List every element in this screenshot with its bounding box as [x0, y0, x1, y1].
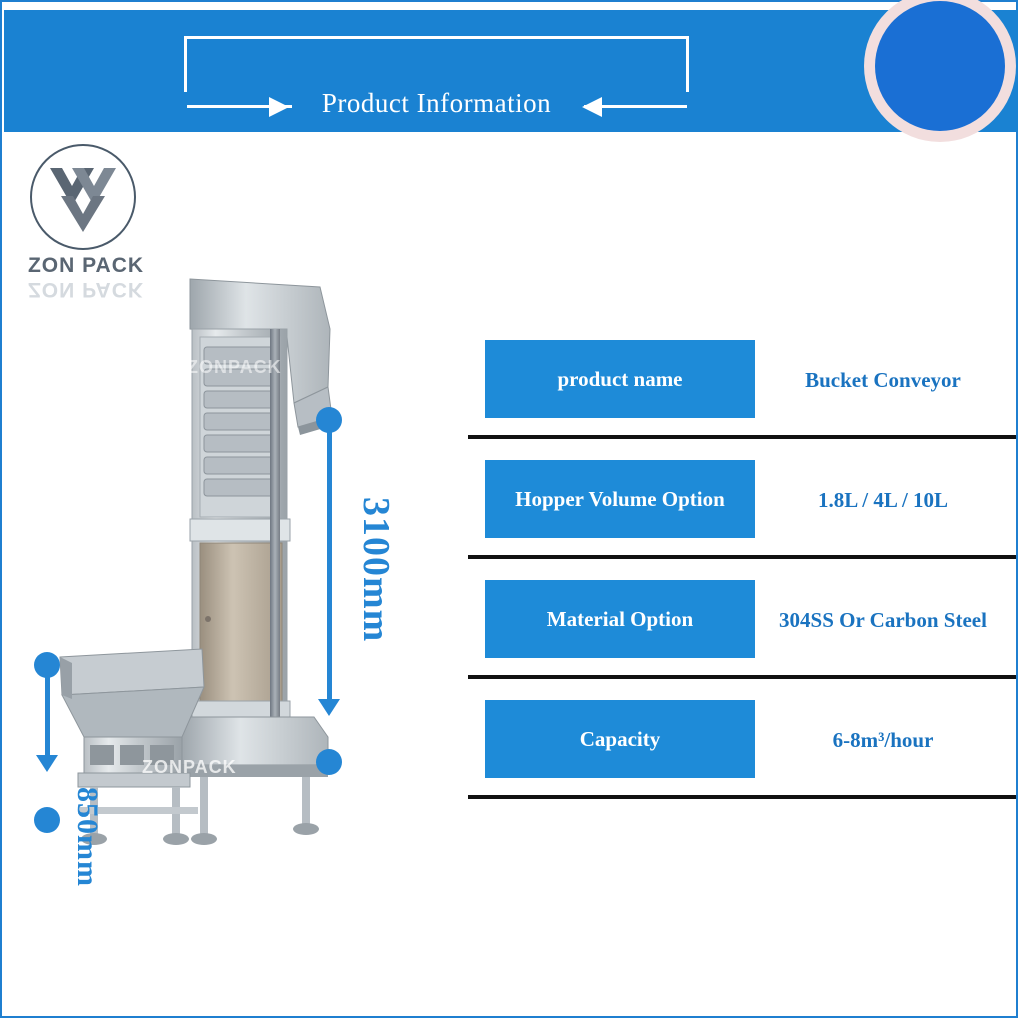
banner-left-arrow-shaft: [187, 105, 292, 108]
table-row: Capacity 6-8m³/hour: [468, 692, 1016, 812]
spec-key-hopper-volume-option: Hopper Volume Option: [485, 460, 755, 538]
table-row: product name Bucket Conveyor: [468, 332, 1016, 452]
brand-logo: ZON PACK ZON PACK: [24, 144, 148, 304]
height-dim-bottom-dot: [316, 749, 342, 775]
height-dim-line: [327, 432, 332, 702]
spec-value-hopper-volume-option: 1.8L / 4L / 10L: [817, 488, 949, 512]
row-divider: [468, 675, 1016, 679]
width-dim-line: [45, 677, 50, 759]
banner-right-arrow-shaft: [584, 105, 687, 108]
height-dim-arrow-icon: [318, 699, 340, 716]
width-dimension-label: 850mm: [71, 787, 104, 887]
banner-circle-fill: [875, 1, 1005, 131]
row-divider: [468, 555, 1016, 559]
spec-table: product name Bucket Conveyor Hopper Volu…: [468, 332, 1016, 812]
row-divider: [468, 795, 1016, 799]
spec-key-material-option: Material Option: [485, 580, 755, 658]
header-banner: Product Information: [4, 10, 1018, 132]
table-row: Material Option 304SS Or Carbon Steel: [468, 572, 1016, 692]
spec-value-capacity: 6-8m³/hour: [832, 728, 934, 752]
chevron-double-logo-icon: [48, 162, 118, 232]
spec-value-product-name: Bucket Conveyor: [805, 368, 961, 392]
table-row: Hopper Volume Option 1.8L / 4L / 10L: [468, 452, 1016, 572]
logo-circle-outline: [30, 144, 136, 250]
height-dim-top-dot: [316, 407, 342, 433]
arrow-right-icon: [269, 97, 289, 117]
width-dim-arrow-icon: [36, 755, 58, 772]
width-dim-bottom-dot: [34, 807, 60, 833]
machine-photo: ZONPACK ZONPACK: [32, 267, 452, 867]
arrow-left-icon: [582, 97, 602, 117]
spec-key-capacity: Capacity: [485, 700, 755, 778]
spec-key-product-name: product name: [485, 340, 755, 418]
row-divider: [468, 435, 1016, 439]
spec-value-material-option: 304SS Or Carbon Steel: [779, 608, 987, 632]
logo-text: ZON PACK: [27, 254, 145, 277]
width-dim-top-dot: [34, 652, 60, 678]
page-title: Product Information: [321, 88, 552, 118]
height-dimension-label: 3100mm: [355, 497, 397, 643]
banner-frame-decoration: [184, 36, 689, 92]
bucket-conveyor-illustration: [59, 278, 334, 845]
